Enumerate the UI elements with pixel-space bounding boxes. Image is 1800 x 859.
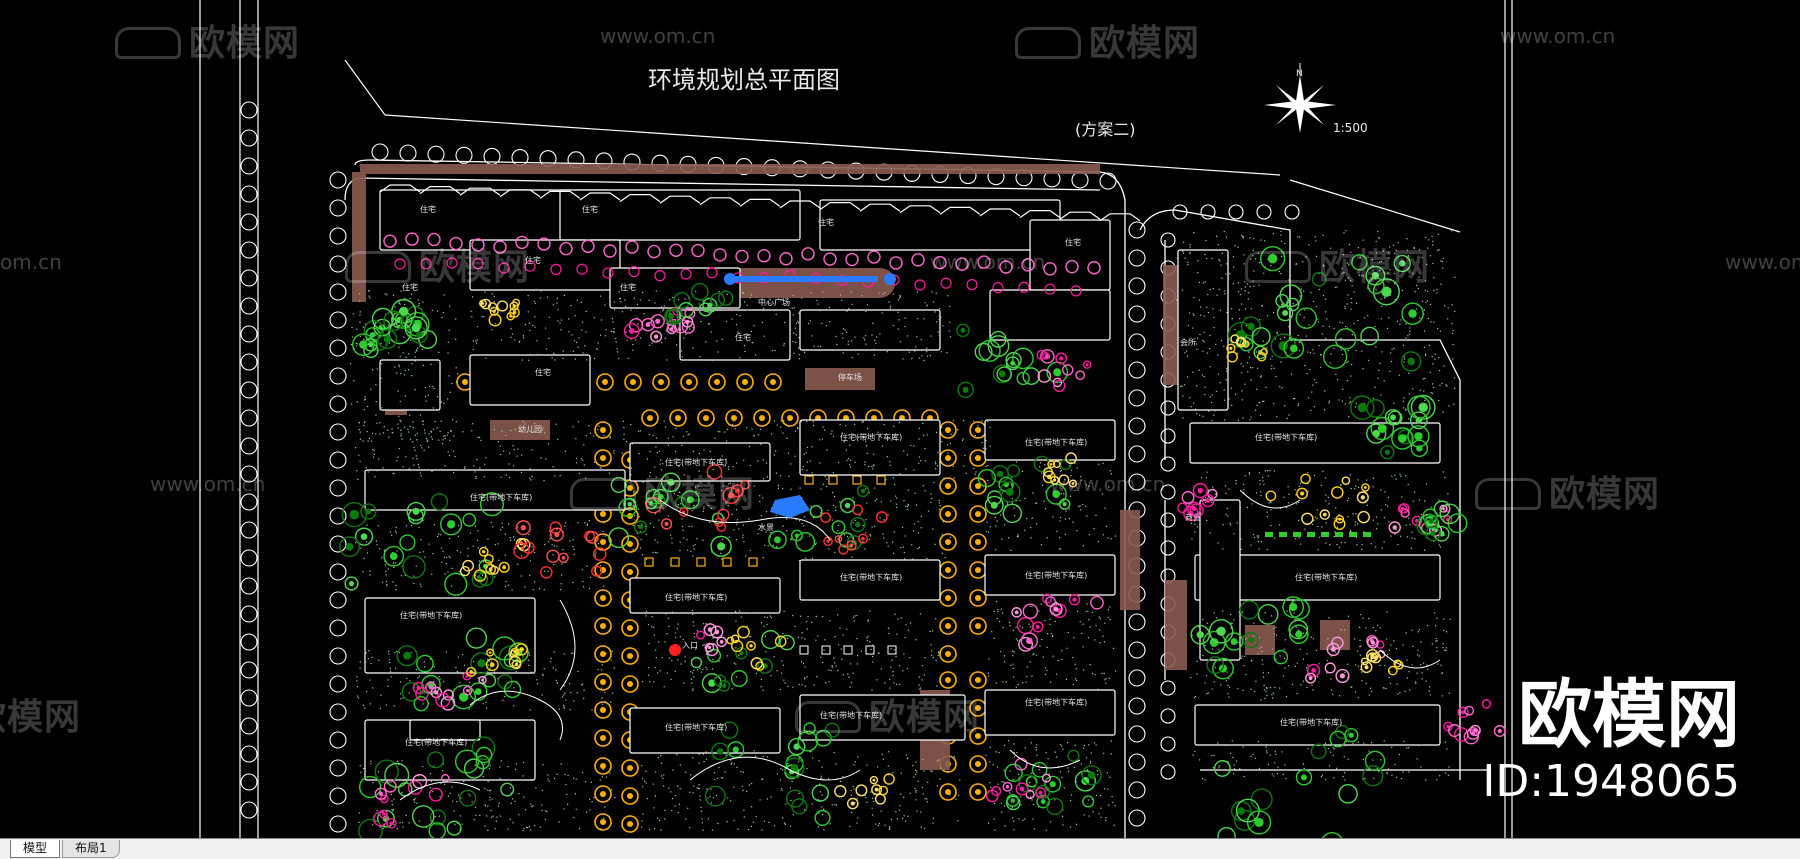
watermark: 欧模网 — [115, 14, 300, 66]
north-label: N — [1296, 69, 1303, 79]
brand-overlay-name: 欧模网 — [1518, 678, 1740, 752]
building-label: 住宅(带地下车库) — [840, 432, 902, 442]
watermark: 欧模网 — [1475, 465, 1660, 517]
watermark: 欧模网 — [570, 465, 755, 517]
drawing-title: 环境规划总平面图 — [648, 66, 840, 94]
watermark-logo-icon — [1475, 478, 1541, 510]
house-label: 住宅 — [818, 217, 834, 227]
building-label: 住宅(带地下车库) — [405, 737, 467, 747]
watermark-logo-icon — [795, 701, 861, 733]
watermark-url: www.om.cn — [930, 250, 1045, 274]
tab-model[interactable]: 模型 — [10, 840, 60, 858]
building-label: 住宅(带地下车库) — [840, 572, 902, 582]
watermark-url: www.om.cn — [1500, 24, 1615, 48]
house-label: 住宅 — [620, 282, 636, 292]
watermark-url: om.cn — [0, 250, 62, 274]
watermark-logo-icon — [345, 251, 411, 283]
watermark-logo-icon — [1015, 27, 1081, 59]
building-label: 住宅(带地下车库) — [1025, 697, 1087, 707]
watermark-url: www.om.cn — [600, 24, 715, 48]
club-label: 会所 — [1180, 337, 1196, 347]
watermark-url: www.om.cn — [1725, 250, 1800, 274]
watermark: 欧模网 — [795, 688, 980, 740]
water-label: 水景 — [758, 522, 774, 532]
building-label: 住宅(带地下车库) — [1025, 570, 1087, 580]
building-label: 住宅(带地下车库) — [665, 722, 727, 732]
tab-layout1[interactable]: 布局1 — [62, 840, 120, 858]
watermark-url: www.om.cn — [1050, 472, 1165, 496]
house-label: 住宅 — [582, 204, 598, 214]
drawing-subtitle: (方案二) — [1075, 120, 1136, 139]
watermark: 欧模网 — [0, 688, 81, 740]
building-label: 住宅(带地下车库) — [665, 592, 727, 602]
parking-label: 停车场 — [838, 372, 862, 382]
building-label: 住宅(带地下车库) — [400, 610, 462, 620]
building-label: 住宅(带地下车库) — [1295, 572, 1357, 582]
brand-overlay-id: ID:1948065 — [1482, 760, 1740, 804]
building-label: 住宅(带地下车库) — [1255, 432, 1317, 442]
watermark-logo-icon — [115, 27, 181, 59]
watermark: 欧模网 — [345, 238, 530, 290]
layout-tab-bar: 模型 布局1 — [0, 838, 1800, 859]
watermark: 欧模网 — [1245, 238, 1430, 290]
kindergarten-label: 幼儿园 — [518, 424, 542, 434]
entry-label: 入口 — [682, 641, 698, 650]
watermark-url: www.om.cn — [150, 472, 265, 496]
house-label: 住宅 — [735, 332, 751, 342]
house-label: 住宅 — [420, 204, 436, 214]
house-label: 住宅 — [535, 367, 551, 377]
watermark: 欧模网 — [1015, 14, 1200, 66]
watermark-logo-icon — [1245, 251, 1311, 283]
house-label: 住宅 — [1065, 237, 1081, 247]
model-space-viewport[interactable]: 环境规划总平面图 (方案二) 1:500 N 住宅(带地下车库) 住宅(带地下车… — [0, 0, 1800, 838]
watermark-logo-icon — [570, 478, 636, 510]
center-plaza-label: 中心广场 — [758, 297, 790, 307]
scale-label: 1:500 — [1333, 121, 1368, 135]
building-label: 住宅(带地下车库) — [1025, 437, 1087, 447]
commercial-label: 商业 — [1185, 512, 1201, 522]
building-label: 住宅(带地下车库) — [470, 492, 532, 502]
building-label: 住宅(带地下车库) — [1280, 717, 1342, 727]
